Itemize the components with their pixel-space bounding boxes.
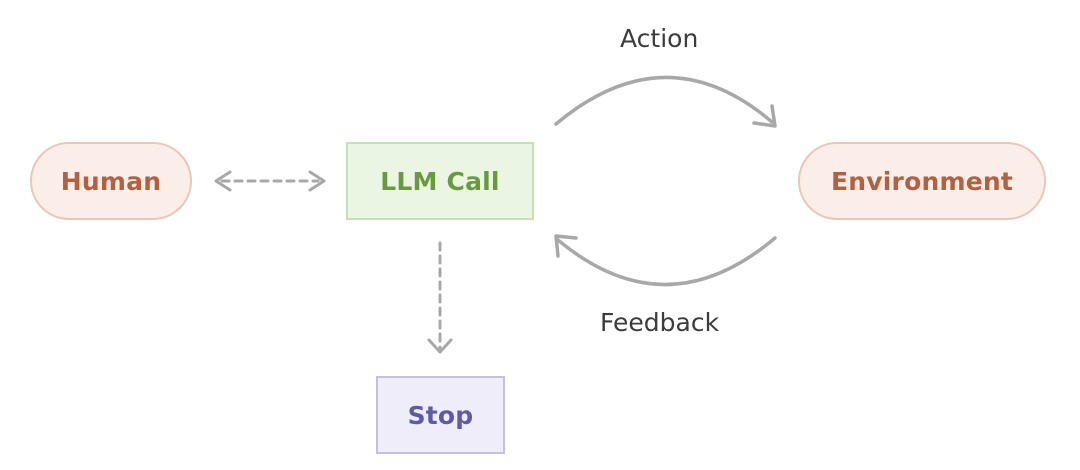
stop-node: Stop [376,376,505,454]
environment-label: Environment [831,166,1013,196]
human-llm-bidirectional-arrow [214,170,326,192]
llm-call-label: LLM Call [380,166,500,196]
llm-call-node: LLM Call [346,142,534,220]
human-node: Human [30,142,192,220]
environment-node: Environment [798,142,1046,220]
llm-stop-arrow [427,241,453,354]
feedback-arrow [554,234,777,287]
action-arrow [554,75,777,128]
human-label: Human [60,166,162,196]
action-label: Action [620,24,699,53]
stop-label: Stop [407,400,474,430]
feedback-label: Feedback [600,308,720,337]
